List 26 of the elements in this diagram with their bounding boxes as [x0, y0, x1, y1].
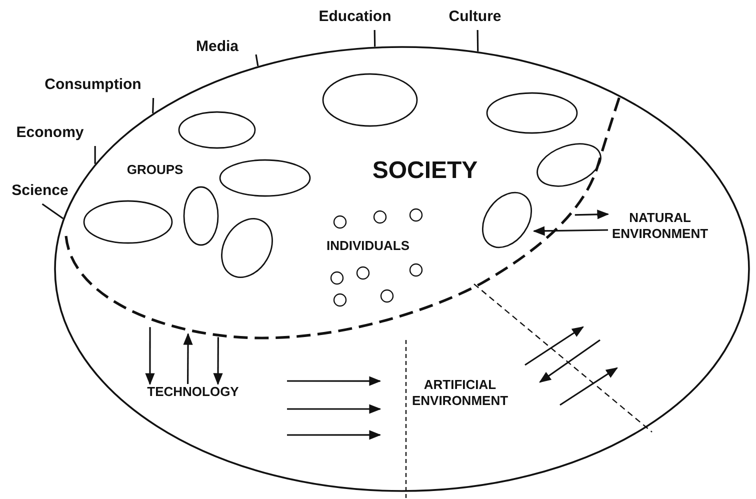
aspect-label: Science	[10, 182, 70, 201]
region-label: GROUPS	[126, 162, 184, 178]
leader-line	[476, 30, 479, 52]
arrow	[213, 337, 223, 386]
leader-line	[152, 98, 154, 114]
leader-line	[374, 30, 376, 47]
aspect-label: Economy	[15, 124, 85, 143]
arrow	[287, 430, 382, 440]
aspect-label: Consumption	[44, 76, 142, 95]
region-label: INDIVIDUALS	[325, 238, 411, 254]
aspect-label: Media	[196, 38, 240, 57]
arrow	[287, 404, 382, 414]
aspect-label: Education	[318, 8, 392, 27]
arrow	[183, 332, 193, 384]
arrow	[287, 376, 382, 386]
arrow	[532, 226, 608, 236]
region-label: ARTIFICIAL ENVIRONMENT	[410, 377, 510, 410]
region-label: NATURAL ENVIRONMENT	[610, 210, 710, 242]
region-title: SOCIETY	[371, 156, 479, 186]
arrow	[574, 210, 610, 220]
leader-line	[42, 203, 64, 220]
aspect-label: Culture	[448, 8, 502, 27]
arrow	[145, 327, 155, 386]
region-label: TECHNOLOGY	[146, 384, 240, 400]
leader-line	[94, 146, 96, 164]
leader-line	[255, 54, 259, 66]
